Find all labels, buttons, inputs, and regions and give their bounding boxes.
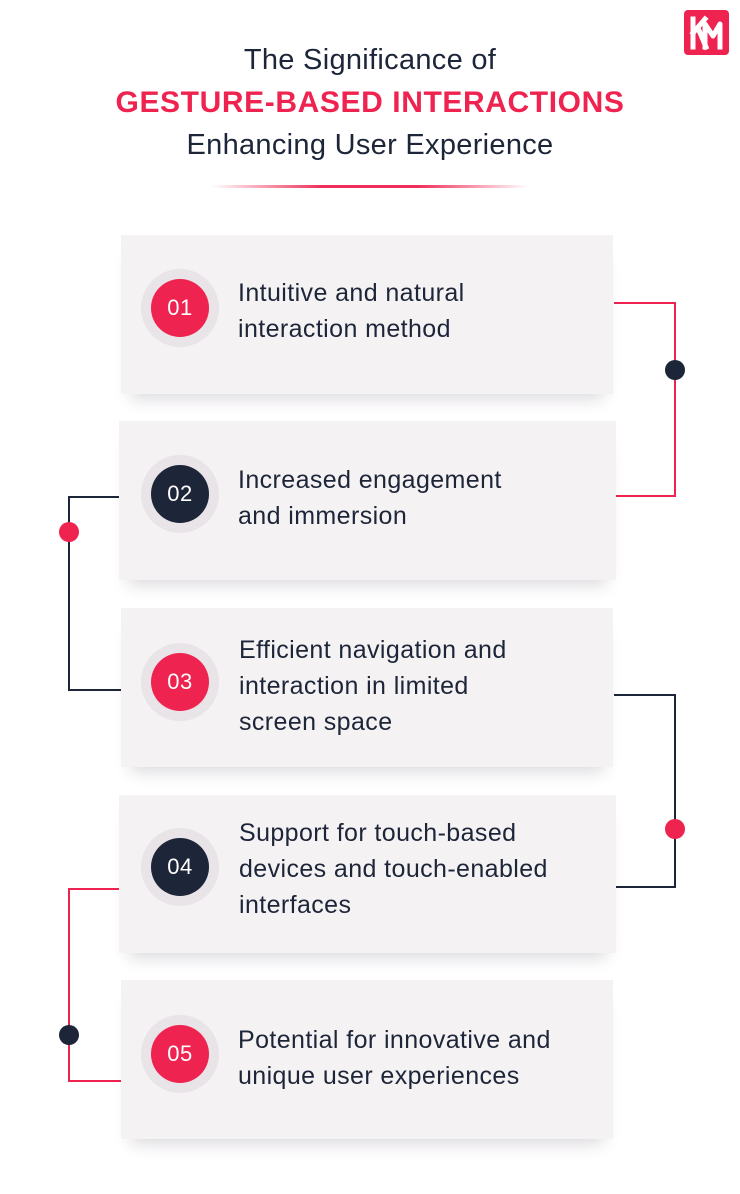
- list-item: 03 Efficient navigation and interaction …: [121, 608, 613, 767]
- title-line-1: The Significance of: [243, 44, 497, 76]
- connector-3-4: [614, 694, 676, 888]
- connector-1-2-dot: [665, 360, 685, 380]
- title-line-3: Enhancing User Experience: [186, 129, 554, 161]
- number-badge: 03: [141, 643, 219, 721]
- km-logo-mark: [689, 15, 723, 51]
- number-badge-label: 01: [151, 279, 209, 337]
- item-text-line: interaction in limited: [239, 672, 469, 700]
- number-badge: 05: [141, 1015, 219, 1093]
- title-highlight: GESTURE-BASED INTERACTIONS: [115, 86, 625, 119]
- item-text-line: Support for touch-based: [239, 819, 517, 847]
- list-item: 04 Support for touch-based devices and t…: [119, 795, 616, 953]
- item-text: Support for touch-based devices and touc…: [239, 815, 548, 923]
- list-item: 02 Increased engagement and immersion: [119, 421, 616, 580]
- item-text: Intuitive and natural interaction method: [238, 275, 465, 347]
- item-text: Efficient navigation and interaction in …: [239, 632, 507, 740]
- connector-3-4-dot: [665, 819, 685, 839]
- list-item: 05 Potential for innovative and unique u…: [121, 980, 613, 1139]
- number-badge: 01: [141, 269, 219, 347]
- item-text-line: devices and touch-enabled: [239, 855, 548, 883]
- item-text-line: Efficient navigation and: [239, 636, 507, 664]
- title-underline: [212, 185, 528, 188]
- connector-1-2: [614, 302, 676, 497]
- item-text-line: unique user experiences: [238, 1062, 520, 1090]
- item-text-line: interaction method: [238, 315, 451, 343]
- connector-2-3: [68, 496, 121, 691]
- item-text-line: Increased engagement: [238, 466, 502, 494]
- connector-4-5: [68, 888, 121, 1082]
- number-badge: 04: [141, 828, 219, 906]
- number-badge-label: 03: [151, 653, 209, 711]
- number-badge-label: 02: [151, 465, 209, 523]
- item-text: Potential for innovative and unique user…: [238, 1022, 551, 1094]
- item-text-line: Intuitive and natural: [238, 279, 465, 307]
- item-text-line: and immersion: [238, 502, 408, 530]
- connector-2-3-dot: [59, 522, 79, 542]
- item-text-line: interfaces: [239, 891, 352, 919]
- number-badge-label: 05: [151, 1025, 209, 1083]
- connector-4-5-dot: [59, 1025, 79, 1045]
- number-badge-label: 04: [151, 838, 209, 896]
- km-logo-icon: [684, 10, 729, 55]
- item-text-line: Potential for innovative and: [238, 1026, 551, 1054]
- number-badge: 02: [141, 455, 219, 533]
- list-item: 01 Intuitive and natural interaction met…: [121, 235, 613, 394]
- item-text: Increased engagement and immersion: [238, 462, 502, 534]
- item-text-line: screen space: [239, 708, 393, 736]
